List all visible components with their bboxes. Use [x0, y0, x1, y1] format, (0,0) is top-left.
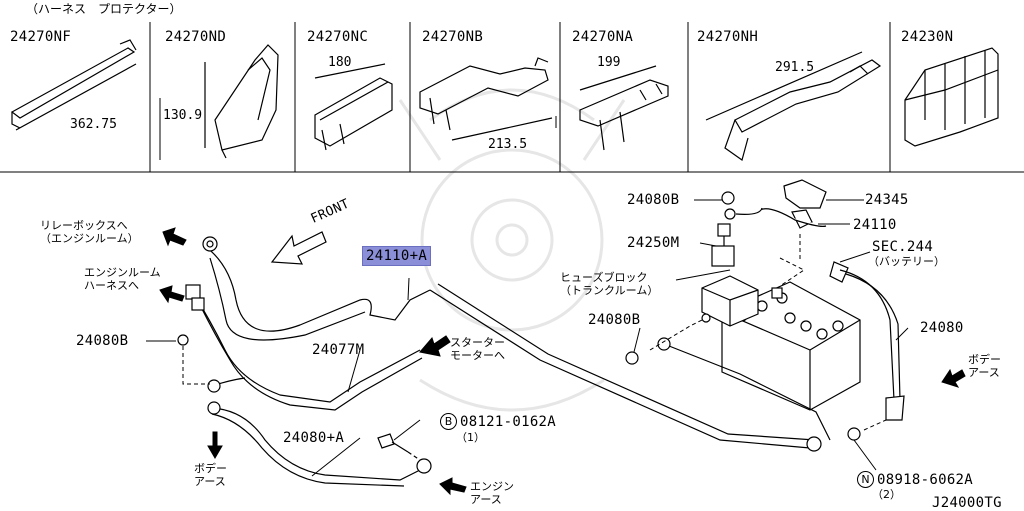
bolt-circle-marker: B	[440, 413, 457, 430]
protector-24270nd-drawing	[204, 44, 279, 159]
part-08121-0162a[interactable]: 08121-0162A	[460, 414, 557, 430]
protector-panel-frame	[0, 22, 1024, 173]
dim-24270nc: 180	[328, 55, 352, 70]
highlight-box: 24110+A	[362, 246, 432, 266]
protector-24270nf-drawing	[10, 39, 137, 131]
fuse-block-note: ヒューズブロック （トランクルーム）	[560, 271, 659, 297]
diagram-code: J24000TG	[932, 495, 1002, 511]
part-24080[interactable]: 24080	[920, 320, 964, 336]
dim-24270na: 199	[597, 55, 621, 70]
harness-cables	[194, 245, 816, 487]
protector-24270nb-drawing	[419, 57, 553, 141]
terminals-left	[177, 236, 221, 415]
body-earth-right-note: ボデー アース	[968, 353, 1001, 379]
dim-24270nh: 291.5	[775, 60, 815, 75]
dim-24270nd: 130.9	[163, 108, 203, 123]
part-24080b-top[interactable]: 24080B	[627, 192, 680, 208]
arrows-right	[941, 368, 966, 388]
leader-lines-right	[633, 199, 909, 471]
part-24270nb[interactable]: 24270NB	[422, 29, 484, 45]
arrows-left	[159, 227, 467, 496]
part-24345[interactable]: 24345	[865, 192, 909, 208]
body-earth-left-note: ボデー アース	[194, 462, 227, 488]
part-24080a[interactable]: 24080+A	[283, 430, 345, 446]
nut-quantity: （2）	[872, 488, 901, 501]
fuse-block-drawing	[701, 223, 759, 327]
terminal-24345-24110	[721, 179, 827, 229]
protector-24270nh-drawing	[705, 51, 882, 161]
relay-box-note: リレーボックスへ （エンジンルーム）	[40, 219, 139, 245]
front-arrow	[270, 231, 327, 265]
dim-24270nf: 362.75	[70, 117, 117, 132]
header-title: （ハーネス プロテクター）	[26, 2, 182, 16]
bolt-quantity: （1）	[456, 431, 485, 444]
part-24250m[interactable]: 24250M	[627, 235, 680, 251]
part-24270nd[interactable]: 24270ND	[165, 29, 227, 45]
part-24080b-left[interactable]: 24080B	[76, 333, 129, 349]
part-24270na[interactable]: 24270NA	[572, 29, 634, 45]
section-ref-244[interactable]: SEC.244	[872, 239, 934, 255]
protector-24270nc-drawing	[314, 63, 393, 151]
part-08918-6062a[interactable]: 08918-6062A	[877, 472, 974, 488]
part-24270nh[interactable]: 24270NH	[697, 29, 759, 45]
part-24110[interactable]: 24110	[853, 217, 897, 233]
leader-lines-left	[146, 277, 421, 477]
part-24230n[interactable]: 24230N	[901, 29, 954, 45]
protector-24270na-drawing	[579, 65, 669, 151]
nut-circle-marker: N	[857, 471, 874, 488]
dimension-lines	[159, 98, 557, 160]
part-24270nc[interactable]: 24270NC	[307, 29, 369, 45]
starter-motor-note: スターター モーターへ	[450, 336, 505, 362]
protector-24230n-drawing	[904, 47, 999, 147]
engine-room-harness-note: エンジンルーム ハーネスへ	[84, 266, 161, 292]
cables-right	[625, 261, 905, 452]
part-24110a-highlighted[interactable]: 24110+A	[362, 246, 432, 266]
engine-earth-note: エンジン アース	[470, 480, 514, 506]
part-24077m[interactable]: 24077M	[312, 342, 365, 358]
part-24080b-mid[interactable]: 24080B	[588, 312, 641, 328]
part-24270nf[interactable]: 24270NF	[10, 29, 72, 45]
bolt-08121	[377, 433, 432, 474]
dashed-lines-right	[649, 234, 887, 431]
dim-24270nb: 213.5	[488, 137, 528, 152]
battery-note: （バッテリー）	[868, 255, 945, 268]
